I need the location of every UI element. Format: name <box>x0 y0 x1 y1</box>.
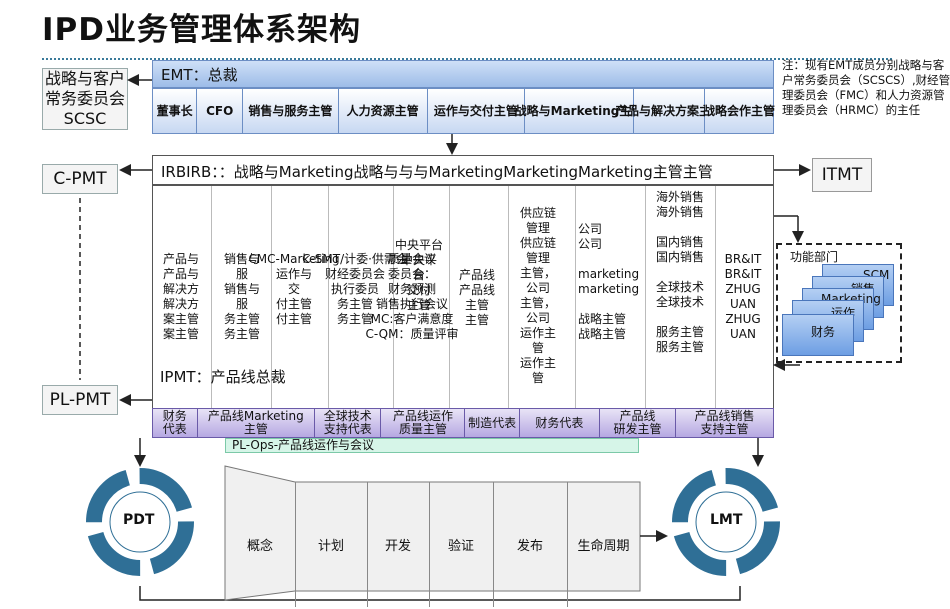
functional-departments-label: 功能部门 <box>790 250 839 264</box>
ipmt-label: IPMT：产品线总裁 <box>160 368 286 386</box>
emt-cell[interactable]: 运作与交付主管 <box>427 89 525 133</box>
lifecycle-stages: 概念 计划 开发 验证 发布 生命周期 <box>225 482 640 607</box>
stage[interactable]: 概念 <box>225 482 296 607</box>
plpmt-cell[interactable]: 产品线Marketing 主管 <box>197 409 316 437</box>
plpmt-cell[interactable]: 产品线运作 质量主管 <box>381 409 466 437</box>
irb-title: IRBIRB：：战略与Marketing战略与与与MarketingMarket… <box>161 163 713 181</box>
plpmt-cell[interactable]: 财务代表 <box>519 409 600 437</box>
itmt-label: ITMT <box>821 165 863 185</box>
plpmt-box[interactable]: PL-PMT <box>42 385 118 415</box>
emt-header[interactable]: EMT：总裁 <box>152 60 774 88</box>
ipmt-column: C-SMT/计委·供需会 财经委员会 执行委员 务主管 务主管 <box>302 252 408 326</box>
plops-bar: PL-Ops-产品线运作与会议 <box>225 438 639 453</box>
ipmt-column: 质量会议 委员会： 财务预测 销售执行会议 MC:客户满意度 C-QM：质量评审 <box>365 252 459 341</box>
stage[interactable]: 发布 <box>493 482 568 607</box>
column-divider <box>508 186 509 414</box>
column-divider <box>449 186 450 414</box>
stage[interactable]: 计划 <box>295 482 368 607</box>
plpmt-cell[interactable]: 产品线 研发主管 <box>599 409 677 437</box>
title-divider <box>42 58 892 60</box>
ipmt-column: 销售与 服 销售与 服 务主管 务主管 <box>223 252 260 341</box>
emt-title: EMT：总裁 <box>161 66 238 84</box>
ipmt-column: BR&IT BR&IT ZHUG UAN ZHUG UAN <box>724 252 762 341</box>
plpmt-cell[interactable]: 全球技术 支持代表 <box>315 409 382 437</box>
scsc-label: 战略与客户常务委员会SCSC <box>44 69 125 128</box>
ipmt-column: CMC-Marketing 运作与 交 付主管 付主管 <box>248 252 340 326</box>
emt-cell[interactable]: 产品与解决方案主管 <box>615 89 723 133</box>
plpmt-cell[interactable]: 财务 代表 <box>153 409 198 437</box>
ipmt-column: 产品线 产品线 主管 主管 <box>458 268 495 327</box>
column-divider <box>271 186 272 414</box>
emt-cell[interactable]: 战略与Marketing主管 <box>515 89 643 133</box>
column-divider <box>393 186 394 414</box>
stage[interactable]: 生命周期 <box>577 539 630 554</box>
ipmt-column: 中央平台 中央平 台 交付 主管 <box>394 238 443 312</box>
cpmt-box[interactable]: C-PMT <box>42 164 118 194</box>
column-divider <box>715 186 716 414</box>
ipmt-column: 公司 公司 marketing marketing 战略主管 战略主管 <box>578 222 640 341</box>
func-item[interactable]: 财务 <box>782 314 854 356</box>
emt-cell[interactable]: 董事长 <box>153 89 198 133</box>
plpmt-cell[interactable]: 产品线销售 支持主管 <box>676 409 773 437</box>
column-divider <box>211 186 212 414</box>
page-title: IPD业务管理体系架构 <box>42 12 361 48</box>
scsc-box[interactable]: 战略与客户常务委员会SCSC <box>42 68 128 130</box>
emt-cell[interactable]: CFO <box>197 89 244 133</box>
plpmt-cell[interactable]: 制造代表 <box>465 409 520 437</box>
stage[interactable]: 开发 <box>367 482 430 607</box>
ipmt-column: 海外销售 海外销售 国内销售 国内销售 全球技术 全球技术 服务主管 服务主管 <box>655 190 704 354</box>
stage[interactable]: 验证 <box>429 482 494 607</box>
column-divider <box>328 186 329 414</box>
emt-members-row: 董事长 CFO 销售与服务主管 人力资源主管 运作与交付主管 战略与Market… <box>152 88 775 134</box>
ipmt-column: 产品与 产品与 解决方 解决方 案主管 案主管 <box>162 252 199 341</box>
pdt-label: PDT <box>123 512 155 528</box>
emt-note: 注：现有EMT成员分别战略与客户常务委员会（SCSCS）,财经管理委员会（FMC… <box>782 58 950 117</box>
lmt-label: LMT <box>710 512 743 528</box>
column-divider <box>575 186 576 414</box>
plpmt-label: PL-PMT <box>49 390 111 410</box>
cpmt-label: C-PMT <box>53 169 107 189</box>
ipmt-main-box <box>152 185 774 415</box>
emt-cell[interactable]: 战略会作主管 <box>703 89 775 133</box>
emt-cell[interactable]: 人力资源主管 <box>338 89 428 133</box>
emt-cell[interactable]: 销售与服务主管 <box>243 89 339 133</box>
itmt-box[interactable]: ITMT <box>812 158 872 192</box>
ipmt-column: 供应链 管理 供应链 管理 主管， 公司 主管， 公司 运作主 管 运作主 管 <box>519 206 556 385</box>
plpmt-members-row: 财务 代表 产品线Marketing 主管 全球技术 支持代表 产品线运作 质量… <box>152 408 774 438</box>
irb-header[interactable]: IRBIRB：：战略与Marketing战略与与与MarketingMarket… <box>152 155 774 185</box>
column-divider <box>645 186 646 414</box>
